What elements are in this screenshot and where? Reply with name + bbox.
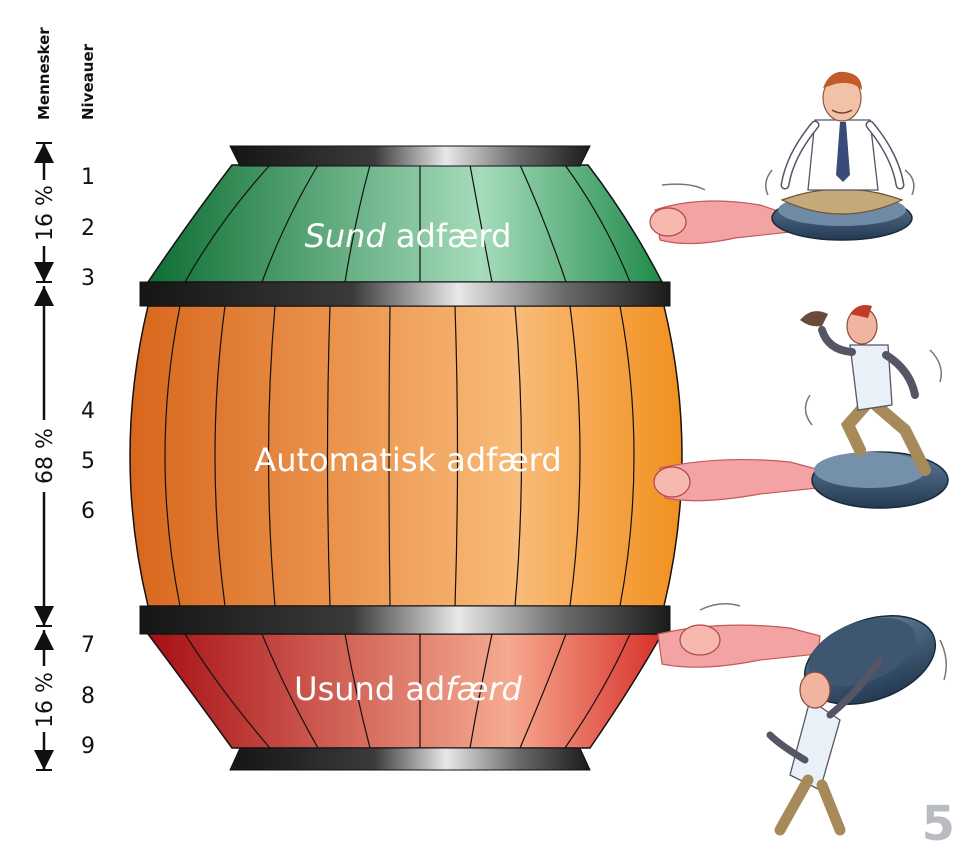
label-healthy: Sund adfærd xyxy=(305,217,512,255)
level-7: 7 xyxy=(81,633,95,658)
percent-top: 16 % xyxy=(33,185,58,241)
level-2: 2 xyxy=(81,216,95,241)
meditating-man-on-balance-disc-icon xyxy=(649,71,915,245)
running-man-on-balance-disc-icon xyxy=(653,305,949,509)
people-header: Mennesker xyxy=(35,27,53,120)
level-5: 5 xyxy=(81,449,95,474)
level-8: 8 xyxy=(81,684,95,709)
segment-unhealthy xyxy=(146,633,664,749)
level-6: 6 xyxy=(81,499,95,524)
percent-bottom: 16 % xyxy=(33,672,58,728)
barrel-hoop-lower xyxy=(139,605,671,635)
barrel-bottom-rim xyxy=(229,747,591,771)
label-automatic: Automatisk adfærd xyxy=(254,441,561,479)
percent-middle: 68 % xyxy=(33,428,58,484)
barrel-hoop-upper xyxy=(139,281,671,307)
barrel xyxy=(129,145,683,771)
level-4: 4 xyxy=(81,399,95,424)
level-9: 9 xyxy=(81,734,95,759)
barrel-top-rim xyxy=(229,145,591,167)
level-1: 1 xyxy=(81,165,95,190)
label-unhealthy: Usund adfærd xyxy=(294,670,522,708)
level-3: 3 xyxy=(81,266,95,291)
page-number: 5 xyxy=(922,796,955,846)
levels-header: Niveauer xyxy=(79,43,97,120)
falling-man-under-balance-disc-icon xyxy=(657,603,947,836)
